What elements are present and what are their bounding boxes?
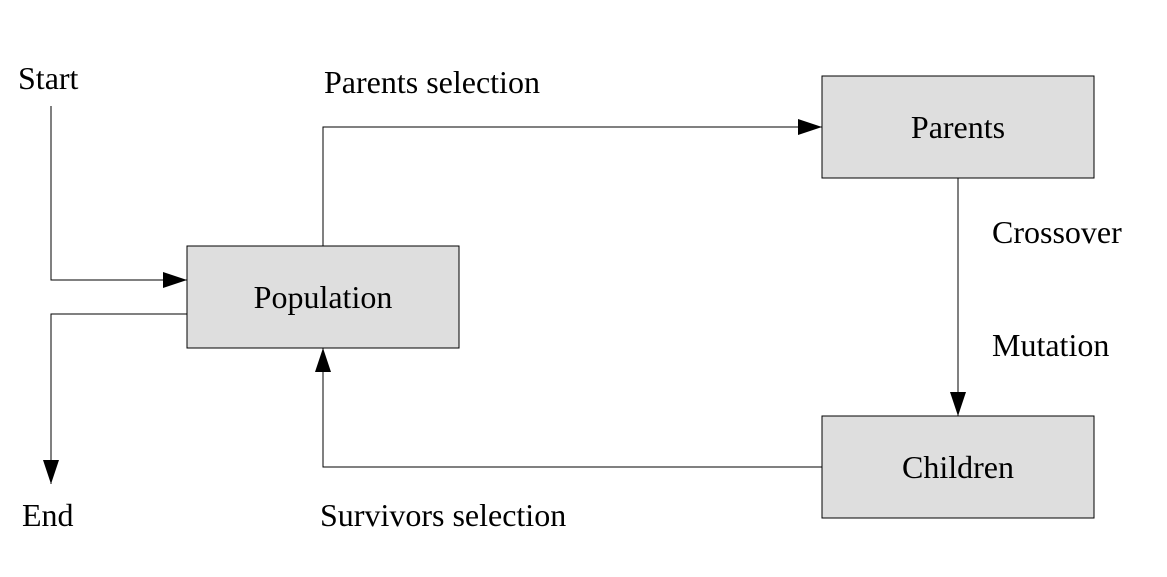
population-label: Population (253, 279, 393, 315)
survivors-selection-label: Survivors selection (320, 497, 567, 533)
end-label: End (22, 497, 74, 533)
start-label: Start (18, 60, 79, 96)
population-to-parents-arrow (322, 119, 822, 246)
children-label: Children (902, 449, 1014, 485)
children-to-population-arrow (315, 348, 822, 468)
parents-selection-label: Parents selection (324, 64, 540, 100)
crossover-label: Crossover (992, 214, 1122, 250)
mutation-label: Mutation (992, 327, 1110, 363)
parents-label: Parents (910, 109, 1006, 145)
population-box (186, 245, 460, 349)
population-to-end-arrow (43, 313, 187, 484)
start-to-population-arrow (50, 106, 187, 288)
parents-box (821, 75, 1095, 179)
